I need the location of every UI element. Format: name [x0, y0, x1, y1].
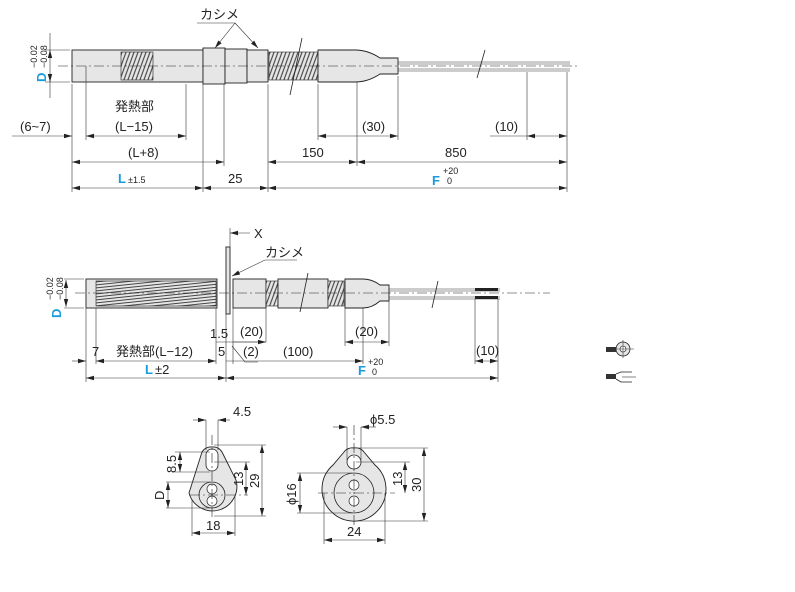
dimension-20-sleeve: (20)	[240, 324, 263, 339]
lead-sleeve	[344, 278, 390, 309]
dimension-8-5: 8.5	[164, 455, 179, 473]
dimension-10: (10)	[476, 343, 499, 358]
dimension-13: 13	[390, 472, 405, 486]
l-tolerance: ±1.5	[128, 175, 145, 185]
dimension-150: 150	[302, 145, 324, 160]
break-mark	[431, 280, 439, 309]
dimension-30: 30	[409, 478, 424, 492]
heater-length: (L−15)	[115, 119, 153, 134]
diameter-label: D	[34, 73, 49, 82]
dimension-d: D	[152, 491, 167, 500]
fork-terminal-icon	[606, 371, 636, 383]
flange	[225, 246, 231, 315]
diameter-16: ϕ16	[284, 483, 299, 505]
dimension-5: 5	[218, 344, 225, 359]
flexible-tube	[277, 278, 329, 309]
f-label: F	[358, 363, 366, 378]
break-mark	[299, 272, 309, 313]
dimension-25: 25	[228, 171, 242, 186]
heater-coil	[95, 280, 217, 307]
tolerance-upper: −0.02	[45, 277, 55, 300]
break-mark	[289, 37, 303, 96]
dimension-4-5: 4.5	[233, 404, 251, 419]
dimension-10: (10)	[495, 119, 518, 134]
tolerance-upper: −0.02	[29, 45, 39, 68]
break-mark	[476, 49, 486, 79]
x-view-label: X	[254, 226, 263, 241]
dimension-30: (30)	[362, 119, 385, 134]
crimp-label: カシメ	[200, 7, 239, 22]
small-flange-view: 4.5 8.5 D 13 29 18	[152, 404, 266, 536]
wire-tip	[475, 296, 498, 299]
crimp-label: カシメ	[265, 245, 304, 260]
heater-length: 発熱部(L−12)	[116, 344, 193, 359]
l-plus-8-dimension: (L+8)	[128, 145, 159, 160]
dimension-29: 29	[247, 474, 262, 488]
dimension-1-5: 1.5	[210, 326, 228, 341]
l-tolerance: ±2	[155, 362, 169, 377]
f-tolerance-upper: +20	[368, 357, 383, 367]
f-tolerance-lower: 0	[372, 367, 377, 377]
dimension-13: 13	[231, 472, 246, 486]
dimension-20-lead: (20)	[355, 324, 378, 339]
hole-diameter-5-5: ϕ5.5	[370, 412, 395, 427]
offset-dimension: (6~7)	[20, 119, 51, 134]
dimension-850: 850	[445, 145, 467, 160]
dimension-2: (2)	[243, 344, 259, 359]
f-tolerance-lower: 0	[447, 176, 452, 186]
dimension-24: 24	[347, 524, 361, 539]
heater-label: 発熱部	[115, 99, 154, 114]
dimension-18: 18	[206, 518, 220, 533]
diameter-label: D	[49, 309, 64, 318]
f-label: F	[432, 173, 440, 188]
dimension-100: (100)	[283, 344, 313, 359]
ring-terminal-icon	[606, 340, 634, 358]
wire-tip	[475, 288, 498, 291]
l-label: L	[118, 171, 126, 186]
tolerance-lower: −0.08	[55, 277, 65, 300]
f-tolerance-upper: +20	[443, 166, 458, 176]
lead-sleeve	[317, 49, 399, 83]
large-flange-view: ϕ5.5 13 30 ϕ16 24	[284, 412, 428, 544]
flanged-heater-drawing: X カシメ D −0.02 −0.08 7 発熱部(L−12) 5 1.5 (2…	[45, 226, 550, 382]
tolerance-lower: −0.08	[39, 45, 49, 68]
l-label: L	[145, 362, 153, 377]
top-heater-drawing: カシメ D −0.02 −0.08 (6~7) 発熱部 (L−15) (L+8)…	[12, 7, 580, 192]
dimension-7: 7	[92, 344, 99, 359]
